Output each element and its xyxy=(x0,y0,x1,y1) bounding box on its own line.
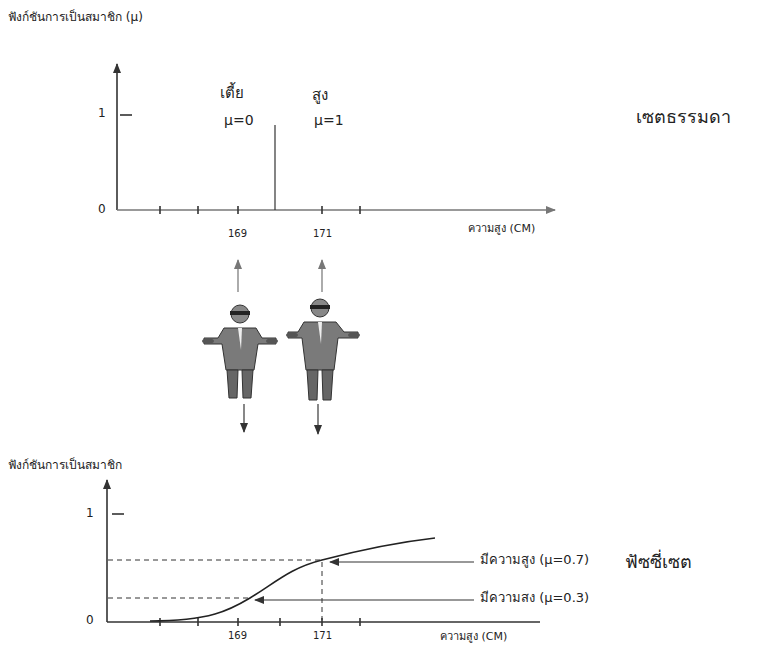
set-name: เตี้ย xyxy=(220,84,244,102)
chart-title: เซตธรรมดา xyxy=(636,106,731,128)
axis-title: ความสูง (CM) xyxy=(440,630,507,643)
axis-title: ความสูง (CM) xyxy=(468,222,535,235)
axis-tick-value: 169 xyxy=(228,228,247,240)
membership-value: μ=1 xyxy=(314,112,344,129)
axis-tick-value: 171 xyxy=(313,630,332,642)
axis-title: ฟังก์ชันการเป็นสมาชิก xyxy=(8,458,122,472)
axis-title: ฟังก์ชันการเป็นสมาชิก (μ) xyxy=(8,10,143,24)
axis-tick-value: 0 xyxy=(98,202,106,216)
axis-tick-value: 1 xyxy=(86,506,94,520)
value-arrows xyxy=(255,562,474,600)
fuzzy-axes xyxy=(107,480,540,626)
axis-tick-value: 0 xyxy=(86,613,94,627)
guide-lines xyxy=(108,560,322,620)
value-callout: มีความสง (μ=0.3) xyxy=(480,590,589,606)
axis-tick-value: 1 xyxy=(98,106,106,120)
axis-tick-value: 171 xyxy=(313,228,332,240)
person-figure xyxy=(286,299,360,400)
axis-tick-value: 169 xyxy=(228,630,247,642)
value-callout: มีความสูง (μ=0.7) xyxy=(480,552,589,568)
membership-curve xyxy=(150,538,435,621)
membership-value: μ=0 xyxy=(224,112,254,129)
crisp-axes xyxy=(117,64,555,214)
set-name: สูง xyxy=(312,86,328,104)
person-figure xyxy=(202,305,278,398)
chart-title: ฟัซซี่เซต xyxy=(625,551,692,573)
